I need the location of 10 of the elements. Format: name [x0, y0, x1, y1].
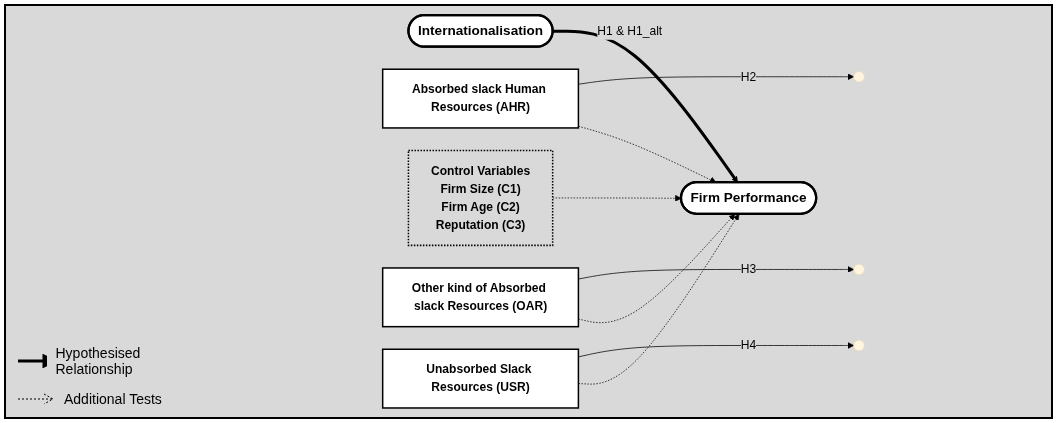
edge-label: H1 & H1_alt [597, 24, 663, 37]
node-box: Unabsorbed Slack Resources (USR) [381, 348, 580, 409]
legend-label: Additional Tests [64, 391, 162, 407]
node-box: Absorbed slack Human Resources (AHR) [381, 68, 580, 129]
legend-label: Hypothesised Relationship [55, 345, 142, 377]
edge-label: H4 [740, 338, 757, 352]
node-box: Other kind of Absorbed slack Resources (OAR) [381, 267, 580, 328]
edge-label: H3 [740, 262, 757, 276]
edge-label: H2 [740, 69, 757, 83]
node-box: Control Variables Firm Size (C1) Firm Age (C2) Reputation (C3) [407, 149, 554, 247]
